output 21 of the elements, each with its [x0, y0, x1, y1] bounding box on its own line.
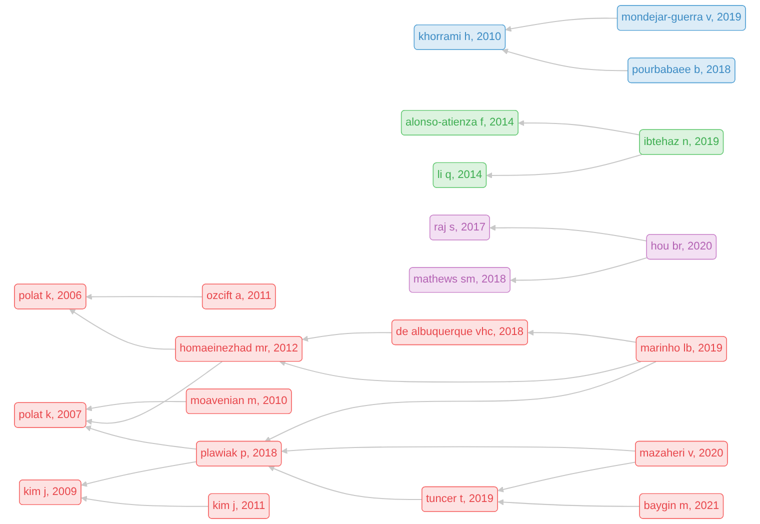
arrow: [81, 496, 209, 507]
arrow: [302, 332, 392, 342]
arrow: [518, 120, 640, 136]
arrow: [498, 499, 640, 507]
arrow: [81, 461, 197, 487]
arrow: [264, 361, 656, 442]
arrow: [510, 257, 648, 284]
arrow: [279, 360, 642, 382]
arrow: [86, 361, 222, 425]
arrow: [502, 48, 628, 72]
arrow: [528, 330, 637, 343]
arrow: [268, 466, 422, 500]
arrow: [86, 401, 187, 412]
arrow: [69, 308, 176, 350]
arrow: [281, 446, 636, 454]
arrow: [505, 18, 618, 32]
arrow: [498, 462, 636, 492]
arrow: [486, 154, 642, 178]
arrow: [85, 426, 197, 450]
arrow: [86, 294, 203, 300]
arrow: [490, 224, 648, 242]
